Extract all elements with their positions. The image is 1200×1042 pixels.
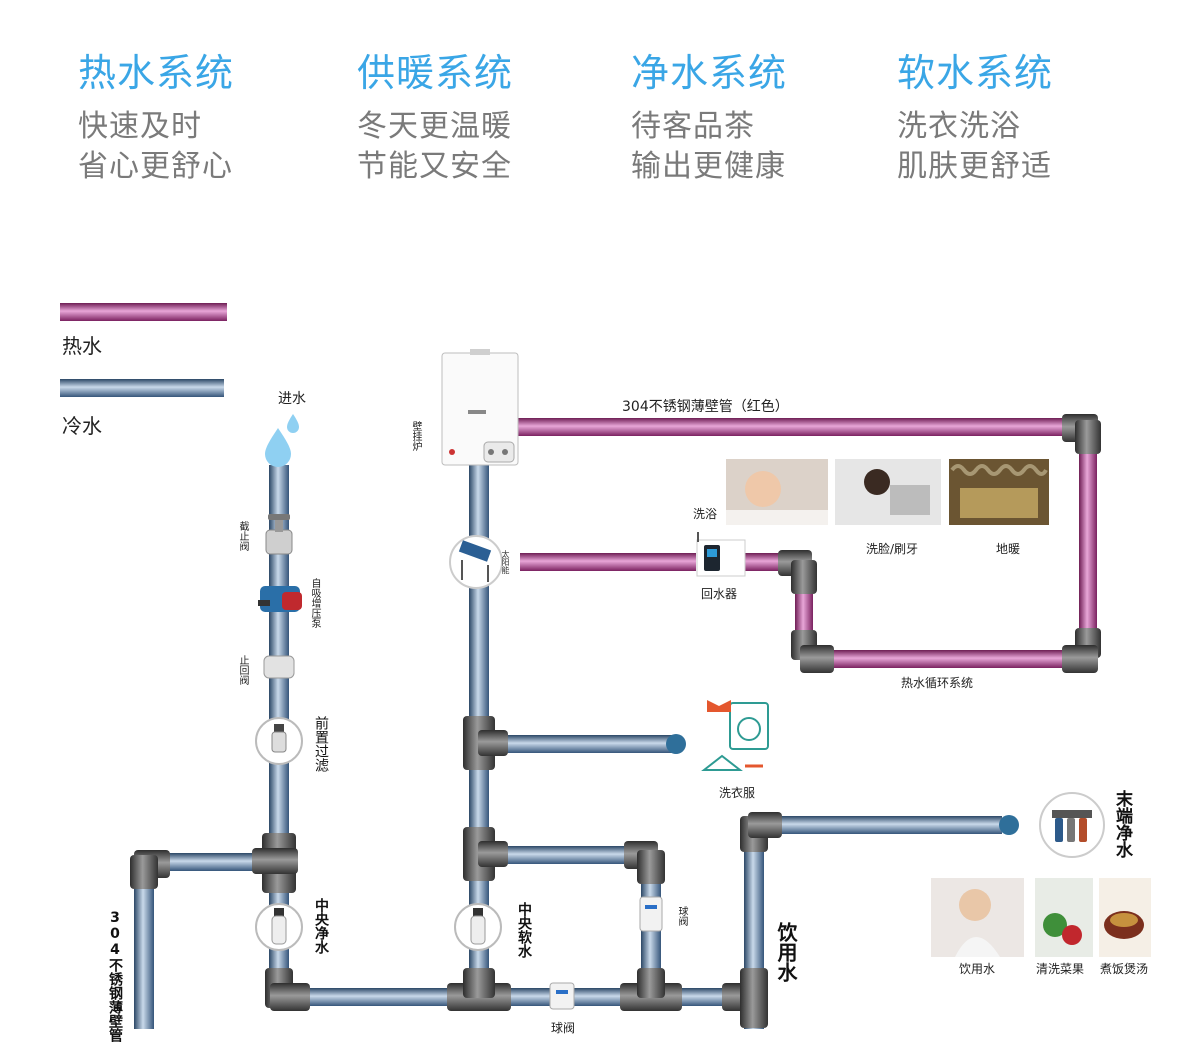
solar-label: 太阳能 bbox=[501, 550, 510, 574]
wash-veg-label: 清洗菜果 bbox=[1036, 962, 1085, 976]
system-line2: 省心更舒心 bbox=[78, 149, 233, 184]
drinking-photo bbox=[931, 878, 1024, 957]
system-purify: 净水系统 待客品茶 输出更健康 bbox=[631, 42, 787, 187]
system-title: 供暖系统 bbox=[357, 51, 514, 95]
prefilter-label: 前置过滤 bbox=[313, 716, 329, 772]
drink-label: 饮用水 bbox=[959, 962, 996, 976]
floor-heat-photo bbox=[949, 459, 1049, 525]
system-title: 净水系统 bbox=[631, 51, 788, 95]
hot-pipe-right bbox=[1079, 440, 1097, 635]
hot-pipe-label: 304不锈钢薄壁管（红色） bbox=[622, 399, 789, 415]
legend-hot-label: 热水 bbox=[62, 334, 102, 358]
cold-pipe-left-branch bbox=[150, 853, 268, 871]
elbow-fitting bbox=[637, 850, 665, 884]
inlet-label: 进水 bbox=[278, 391, 306, 407]
bath-label: 洗浴 bbox=[693, 507, 718, 521]
stop-valve-label: 截止阀 bbox=[237, 521, 248, 551]
cook-label: 煮饭煲汤 bbox=[1100, 962, 1149, 976]
tee-fitting bbox=[740, 968, 768, 1028]
system-line2: 肌肤更舒适 bbox=[897, 149, 1052, 184]
water-drop-icon bbox=[265, 414, 299, 467]
valve-icon bbox=[265, 514, 293, 555]
cold-pipe-vertical-label: 304不锈钢薄壁管 bbox=[107, 910, 123, 1042]
hot-pipe-loop-bottom bbox=[830, 650, 1078, 668]
wash-veg-photo bbox=[1035, 878, 1093, 957]
ball-valve-icon bbox=[549, 982, 575, 1010]
system-line1: 冬天更温暖 bbox=[357, 109, 512, 144]
water-purifier-icon bbox=[1039, 792, 1105, 858]
system-line1: 快速及时 bbox=[78, 109, 202, 144]
pipe-end-cap bbox=[999, 815, 1019, 835]
cold-pipe-laundry bbox=[490, 735, 672, 753]
hot-pipe-return bbox=[745, 553, 785, 571]
system-hot-water: 热水系统 快速及时 省心更舒心 bbox=[78, 42, 234, 187]
system-heating: 供暖系统 冬天更温暖 节能又安全 bbox=[357, 42, 513, 187]
tee-fitting bbox=[463, 968, 495, 998]
tee-fitting bbox=[637, 968, 665, 998]
bath-photo bbox=[726, 459, 828, 525]
system-soften: 软水系统 洗衣洗浴 肌肤更舒适 bbox=[897, 42, 1053, 187]
boiler-label: 壁挂炉 bbox=[410, 421, 421, 451]
terminal-label: 末端净水 bbox=[1112, 790, 1132, 858]
boiler-icon bbox=[441, 349, 519, 466]
system-line2: 节能又安全 bbox=[357, 149, 512, 184]
central-purify-label: 中央净水 bbox=[313, 898, 329, 954]
cold-pipe-terminal bbox=[770, 816, 1002, 834]
washing-machine-icon bbox=[701, 700, 769, 771]
solar-panel-icon bbox=[449, 535, 503, 589]
ball-valve-icon bbox=[639, 896, 663, 932]
system-line2: 输出更健康 bbox=[631, 149, 786, 184]
face-label: 洗脸/刷牙 bbox=[866, 542, 919, 556]
cold-pipe-left-vertical bbox=[134, 870, 154, 1029]
elbow-fitting bbox=[130, 855, 158, 889]
laundry-label: 洗衣服 bbox=[719, 786, 756, 800]
hot-pipe-top bbox=[515, 418, 1075, 436]
ball-valve-label: 球阀 bbox=[676, 906, 687, 926]
return-water-unit-icon bbox=[696, 532, 746, 577]
hot-pipe-solar bbox=[520, 553, 696, 571]
legend-cold-label: 冷水 bbox=[62, 414, 102, 438]
system-line1: 待客品茶 bbox=[631, 109, 755, 144]
pump-label: 自吸增压泵 bbox=[309, 578, 320, 628]
elbow-fitting bbox=[748, 812, 782, 838]
elbow-fitting bbox=[800, 645, 834, 673]
elbow-fitting bbox=[1075, 420, 1101, 454]
filter-icon bbox=[454, 903, 502, 951]
return-unit-label: 回水器 bbox=[701, 587, 738, 601]
check-valve-label: 止回阀 bbox=[237, 655, 248, 685]
system-title: 软水系统 bbox=[897, 51, 1054, 95]
central-soften-label: 中央软水 bbox=[516, 902, 532, 958]
filter-icon bbox=[255, 903, 303, 951]
floor-heat-label: 地暖 bbox=[996, 542, 1021, 556]
hot-pipe-loop-left bbox=[795, 580, 813, 642]
elbow-fitting bbox=[791, 560, 817, 594]
elbow-fitting bbox=[1062, 645, 1098, 673]
tee-fitting bbox=[252, 848, 298, 874]
legend-cold-pipe bbox=[60, 379, 224, 397]
filter-icon bbox=[255, 717, 303, 765]
face-wash-photo bbox=[835, 459, 941, 525]
pump-icon bbox=[258, 586, 302, 612]
system-line1: 洗衣洗浴 bbox=[897, 109, 1021, 144]
cold-pipe-valve-branch bbox=[490, 846, 640, 864]
hot-loop-label: 热水循环系统 bbox=[901, 676, 974, 690]
cook-photo bbox=[1099, 878, 1151, 957]
ball-valve-bottom-label: 球阀 bbox=[551, 1021, 576, 1035]
legend-hot-pipe bbox=[60, 303, 227, 321]
check-valve-icon bbox=[263, 655, 295, 679]
drinking-riser-label: 饮用水 bbox=[774, 922, 798, 982]
tee-fitting bbox=[478, 841, 508, 867]
system-title: 热水系统 bbox=[78, 51, 235, 95]
elbow-fitting bbox=[270, 983, 310, 1011]
pipe-end-cap bbox=[666, 734, 686, 754]
tee-fitting bbox=[478, 730, 508, 756]
